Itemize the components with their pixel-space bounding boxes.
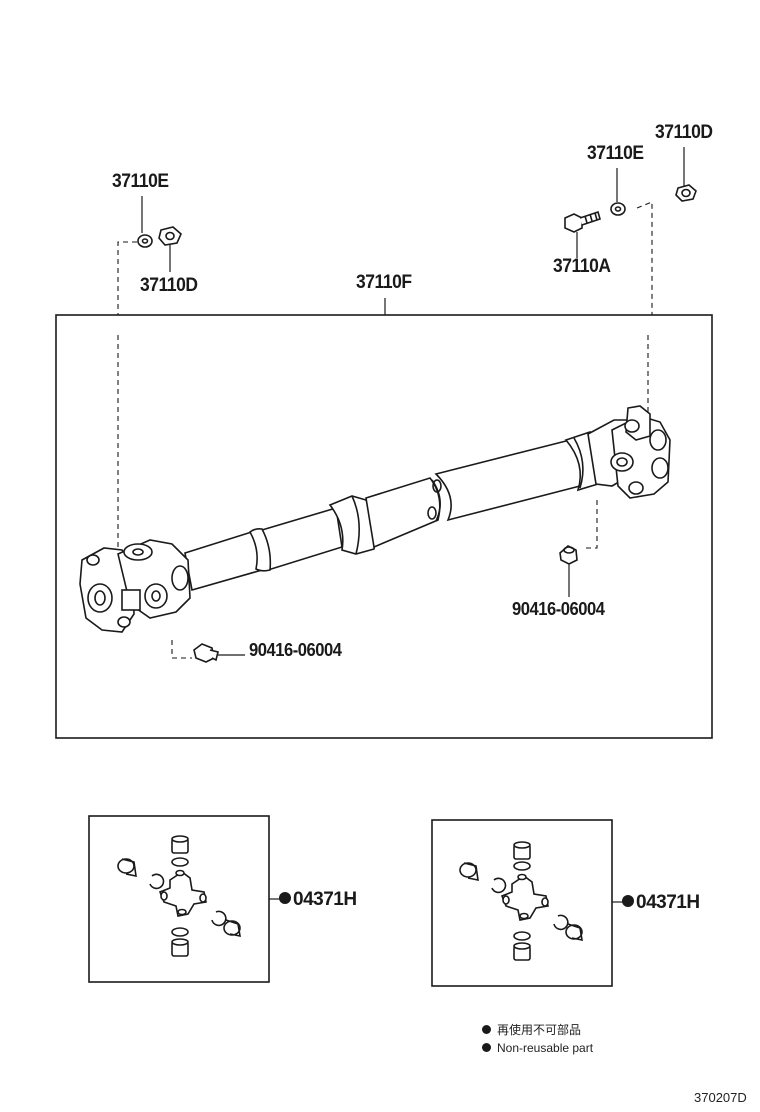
non-reusable-dot-icon (482, 1043, 491, 1052)
diagram-code: 370207D (694, 1090, 747, 1105)
non-reusable-dot-icon (622, 895, 634, 907)
part-label-grease-fitting-left[interactable]: 90416-06004 (249, 640, 342, 660)
left-nut-37110D (158, 226, 182, 246)
part-label-shaft-assembly[interactable]: 37110F (356, 272, 412, 293)
part-label-grease-fitting-right[interactable]: 90416-06004 (512, 599, 605, 619)
spider-kit-parts-left (117, 835, 241, 957)
spider-kit-frame-right (431, 819, 613, 987)
part-label-right-nut[interactable]: 37110D (655, 122, 713, 143)
part-label-spider-kit-left[interactable]: 04371H (279, 889, 357, 911)
front-universal-joint (79, 539, 191, 633)
bolt-37110A (564, 210, 601, 233)
grease-fitting-right (559, 545, 578, 565)
part-label-left-washer[interactable]: 37110E (112, 171, 169, 192)
grease-fitting-left (193, 643, 219, 663)
propeller-shaft (184, 431, 601, 592)
legend-row-en: Non-reusable part (482, 1039, 593, 1057)
right-nut-37110D (675, 184, 697, 202)
spider-kit-parts-right (459, 841, 583, 961)
shaft-assembly-frame (55, 314, 713, 739)
part-label-bolt[interactable]: 37110A (553, 256, 611, 277)
right-washer-37110E (610, 202, 626, 216)
non-reusable-dot-icon (482, 1025, 491, 1034)
non-reusable-dot-icon (279, 892, 291, 904)
legend: 再使用不可部品 Non-reusable part (482, 1021, 593, 1057)
left-washer-37110E (137, 234, 153, 248)
part-label-spider-kit-right[interactable]: 04371H (622, 892, 700, 914)
rear-universal-joint (587, 405, 671, 499)
part-label-right-washer[interactable]: 37110E (587, 143, 644, 164)
part-label-left-nut[interactable]: 37110D (140, 275, 198, 296)
legend-row-zh: 再使用不可部品 (482, 1021, 593, 1039)
